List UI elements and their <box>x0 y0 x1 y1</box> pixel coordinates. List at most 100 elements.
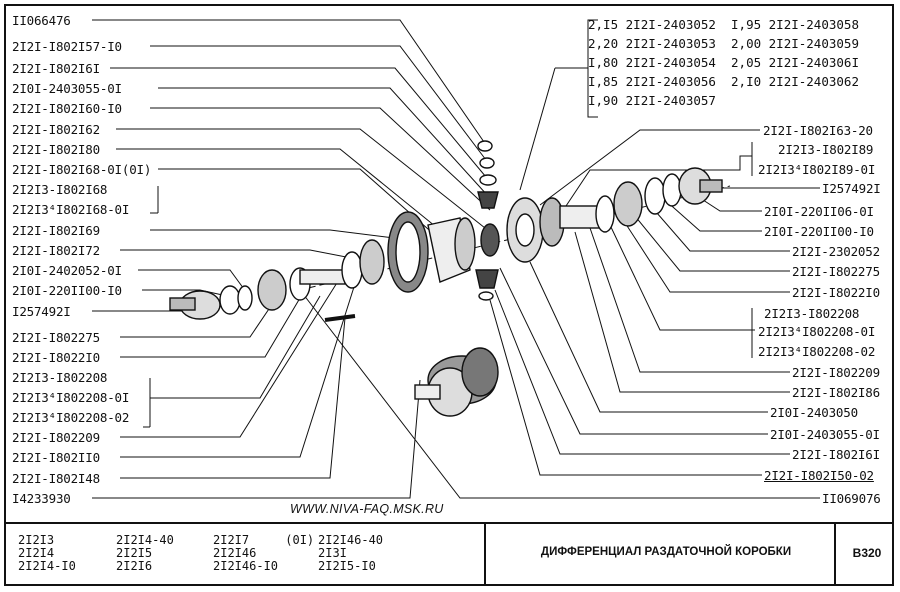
leader-r17 <box>494 289 790 455</box>
label-right-16: 2I0I-2403055-0I <box>770 427 880 442</box>
leader-r5 <box>699 197 762 212</box>
label-right-4: I257492I <box>822 181 881 196</box>
leader-l11 <box>120 249 373 263</box>
label-right-1: 2I2I-I802I63-20 <box>763 123 873 138</box>
bolt <box>324 314 356 322</box>
models-col-1: 2I2I3 2I2I4 2I2I4-I0 <box>18 533 76 573</box>
label-left-16: 2I2I-I802275 <box>12 330 100 345</box>
left-shaft <box>299 269 346 285</box>
leader-l20 <box>120 277 341 438</box>
leader-r10 <box>609 224 755 331</box>
label-right-9: 2I2I-I8022I0 <box>792 285 880 300</box>
label-right-7: 2I2I-2302052 <box>792 244 880 259</box>
leader-r9 <box>619 214 790 293</box>
label-right-10: 2I2I3-I802208 <box>764 306 860 321</box>
leader-r15 <box>529 261 768 413</box>
label-left-20: 2I2I3⁴I802208-02 <box>12 410 130 425</box>
label-right-15: 2I0I-2403050 <box>770 405 858 420</box>
label-right-19: II069076 <box>822 491 881 506</box>
label-right-12: 2I2I3⁴I802208-02 <box>758 344 876 359</box>
table-row: 2,I5 2I2I-2403052 I,95 2I2I-2403058 <box>588 17 859 32</box>
pinion-gear-bottom <box>475 269 499 289</box>
leader-l15 <box>120 299 276 338</box>
right-shaft <box>559 205 601 229</box>
leader-r14 <box>574 231 790 393</box>
label-left-2: 2I2I-I802I57-I0 <box>12 39 122 54</box>
models-col-2: 2I2I4-40 2I2I5 2I2I6 <box>116 533 174 573</box>
label-left-17: 2I2I-I8022I0 <box>12 350 100 365</box>
label-left-7: 2I2I-I802I80 <box>12 142 100 157</box>
left-bearing <box>257 269 287 311</box>
code-divider <box>834 524 836 586</box>
label-left-9: 2I2I3-I802I68 <box>12 182 108 197</box>
leader-l1 <box>92 19 485 143</box>
label-left-14: 2I0I-220II00-I0 <box>12 283 122 298</box>
leader-r18 <box>489 299 762 476</box>
leader-r19 <box>299 289 820 499</box>
washer-thickness-table: 2,I5 2I2I-2403052 I,95 2I2I-2403058 2,20… <box>588 15 859 110</box>
parts <box>169 140 723 417</box>
table-row: I,80 2I2I-2403054 2,05 2I2I-240306I <box>588 55 859 70</box>
leader-r6 <box>664 199 762 232</box>
models-col-3: 2I2I7 (0I) 2I2I46 2I2I46-I0 <box>213 533 315 573</box>
label-right-17: 2I2I-I802I6I <box>792 447 880 462</box>
drawing-frame <box>4 4 894 586</box>
label-right-5: 2I0I-220II06-0I <box>764 204 874 219</box>
label-left-1: II066476 <box>12 13 71 28</box>
label-left-8: 2I2I-I802I68-0I(0I) <box>12 162 152 177</box>
models-col-4: 2I2I46-40 2I3I 2I2I5-I0 <box>318 533 384 573</box>
leader-r16 <box>499 267 768 435</box>
leader-l3 <box>110 67 487 178</box>
label-left-4: 2I0I-2403055-0I <box>12 81 122 96</box>
drawing-code: B320 <box>852 546 882 560</box>
table-row: I,85 2I2I-2403056 2,I0 2I2I-2403062 <box>588 74 859 89</box>
leader-l10 <box>150 229 411 241</box>
leader-l2 <box>150 45 487 161</box>
label-left-12: 2I2I-I802I72 <box>12 243 100 258</box>
pinion-gear-top <box>477 191 499 209</box>
leader-l5 <box>150 107 491 211</box>
label-left-15: I257492I <box>12 304 71 319</box>
leader-l18 <box>150 295 321 399</box>
washer-1 <box>477 140 493 152</box>
label-left-19: 2I2I3⁴I802208-0I <box>12 390 130 405</box>
leader-l21 <box>120 267 361 458</box>
label-left-10: 2I2I3⁴I802I68-0I <box>12 202 130 217</box>
label-left-22: 2I2I-I802II0 <box>12 450 100 465</box>
leader-r2 <box>559 155 752 216</box>
leader-l23 <box>92 379 421 499</box>
title-divider <box>484 524 486 586</box>
label-left-21: 2I2I-I802209 <box>12 430 100 445</box>
left-seal <box>219 285 241 315</box>
label-left-24: I4233930 <box>12 491 71 506</box>
website-url: WWW.NIVA-FAQ.MSK.RU <box>290 502 444 516</box>
label-left-11: 2I2I-I802I69 <box>12 223 100 238</box>
label-left-18: 2I2I3-I802208 <box>12 370 108 385</box>
washer-2 <box>479 157 495 169</box>
title-block: 2I2I3 2I2I4 2I2I4-I0 2I2I4-40 2I2I5 2I2I… <box>6 522 892 586</box>
right-bearing <box>613 181 643 227</box>
label-left-5: 2I2I-I802I60-I0 <box>12 101 122 116</box>
leader-r7 <box>649 204 790 252</box>
label-left-6: 2I2I-I802I62 <box>12 122 100 137</box>
side-gear <box>480 223 500 257</box>
label-left-23: 2I2I-I802I48 <box>12 471 100 486</box>
label-right-11: 2I2I3⁴I802208-0I <box>758 324 876 339</box>
leader-l6 <box>116 128 486 229</box>
leader-r8 <box>629 209 790 272</box>
leader-l16 <box>120 297 301 358</box>
leader-l4 <box>158 87 489 197</box>
label-left-13: 2I0I-2402052-0I <box>12 263 122 278</box>
label-right-18: 2I2I-I802I50-02 <box>764 468 874 483</box>
label-right-13: 2I2I-I802209 <box>792 365 880 380</box>
washer-3 <box>479 174 497 186</box>
label-right-8: 2I2I-I802275 <box>792 264 880 279</box>
label-right-2: 2I2I3-I802I89 <box>778 142 874 157</box>
leader-l22 <box>120 317 346 479</box>
label-left-3: 2I2I-I802I6I <box>12 61 100 76</box>
label-right-14: 2I2I-I802I86 <box>792 385 880 400</box>
leader-r13 <box>589 227 790 373</box>
leader-l7 <box>116 148 447 236</box>
left-race <box>341 251 363 289</box>
